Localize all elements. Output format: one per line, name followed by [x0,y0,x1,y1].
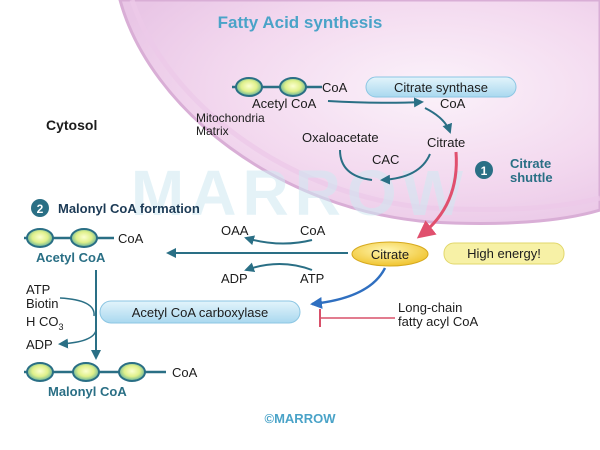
malonyl-coa-molecule [24,362,166,382]
citrate-synthase-pill [365,76,517,98]
step1-badge [475,161,493,179]
cofactor-biotin: Biotin [26,296,59,311]
cytosol-oaa: OAA [221,223,249,238]
acetyl-bead-2 [279,77,307,97]
footer-copyright: ©MARROW [265,411,337,426]
cofactor-atp: ATP [26,282,50,297]
acetyl-bead-1 [235,77,263,97]
inhibitor-line2: fatty acyl CoA [398,314,479,329]
cytosol-atp: ATP [300,271,324,286]
lyase-coa-curve [244,235,313,246]
cytosol-coa-in: CoA [300,223,326,238]
step1-line1: Citrate [510,156,551,171]
watermark-text: MARROW [131,157,469,229]
mito-label-line2: Matrix [196,124,229,138]
malonyl-coa-coa: CoA [172,365,198,380]
mito-cac: CAC [372,152,399,167]
malonyl-bead-3 [118,362,146,382]
cytosol-citrate: Citrate [371,247,409,262]
cytosol-acetyl-coa-name: Acetyl CoA [36,250,106,265]
mito-acetyl-coa-name: Acetyl CoA [252,96,317,111]
cyto-acetyl-bead-1 [26,228,54,248]
cofactor-in-curve [59,297,95,317]
cac-cycle-right-arrow [380,153,431,185]
cytosol-acetyl-coa-molecule [24,228,114,248]
citrate-synthase-label: Citrate synthase [394,80,488,95]
cytosol-label: Cytosol [46,117,97,133]
cofactor-out-curve [58,329,97,349]
mito-acetyl-coa-molecule [232,77,322,97]
inhibitor-line1: Long-chain [398,300,462,315]
cyto-acetyl-bead-2 [70,228,98,248]
mitochondrion-inner-membrane [129,0,600,213]
cytosol-citrate-oval [351,241,429,267]
mito-coa-out: CoA [440,96,466,111]
step2-badge [31,199,49,217]
mito-acetyl-coa-coa: CoA [322,80,348,95]
mito-citrate: Citrate [427,135,465,150]
cofactor-adp: ADP [26,337,53,352]
lyase-atp-curve [244,262,313,273]
malonyl-bead-1 [26,362,54,382]
cofactor-hco3: H CO3 [26,314,64,332]
mito-oxaloacetate: Oxaloacetate [302,130,379,145]
acc-enzyme-label: Acetyl CoA carboxylase [132,305,269,320]
acc-enzyme-pill [99,300,301,324]
high-energy-pill [443,242,565,265]
citrate-activation-arrow [310,267,387,309]
cytosol-adp: ADP [221,271,248,286]
step1-line2: shuttle [510,170,553,185]
citrate-shuttle-arrow [416,151,458,239]
step2-label: Malonyl CoA formation [58,201,200,216]
step1-number: 1 [481,164,488,178]
mito-label-line1: Mitochondria [196,111,265,125]
high-energy-label: High energy! [467,246,541,261]
page-title: Fatty Acid synthesis [218,13,383,32]
malonyl-bead-2 [72,362,100,382]
to-citrate-arrow [424,107,453,134]
cac-cycle-left-arrow [339,149,373,181]
malonyl-coa-name: Malonyl CoA [48,384,127,399]
cytosol-acetyl-coa-coa: CoA [118,231,144,246]
citrate-synthase-arrow [327,97,424,108]
step2-number: 2 [37,202,44,216]
